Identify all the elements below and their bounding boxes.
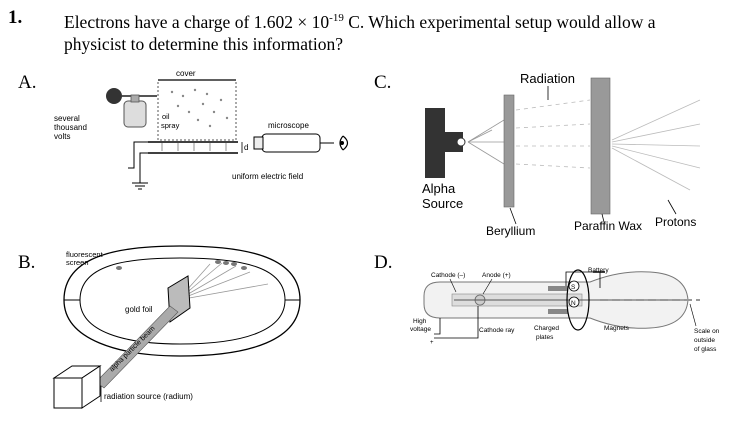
question-text: Electrons have a charge of 1.602 × 10-19… bbox=[64, 7, 704, 55]
cover-box bbox=[157, 79, 237, 141]
bottle-neck bbox=[130, 94, 140, 103]
beryllium-leader bbox=[509, 207, 517, 225]
paraffin-leader bbox=[601, 213, 605, 223]
oil-bottle bbox=[123, 100, 147, 128]
beam-label: alpha particle beam bbox=[108, 325, 156, 373]
cover-label: cover bbox=[176, 69, 196, 78]
alpha-source bbox=[425, 108, 445, 178]
scale-label-3: of glass bbox=[694, 346, 717, 353]
neutral-radiation bbox=[515, 99, 591, 169]
alpha-source-window bbox=[456, 137, 466, 147]
eye-pupil bbox=[340, 141, 344, 145]
s-label: S bbox=[571, 284, 576, 291]
battery-wire bbox=[565, 271, 601, 288]
volts-label-2: thousand bbox=[54, 123, 87, 132]
cube-side bbox=[81, 365, 101, 409]
diagram-d[interactable]: S N Battery + High voltage Cathode (–) A… bbox=[410, 267, 720, 353]
screen-label-2: screen bbox=[66, 258, 89, 267]
north-pole bbox=[568, 296, 580, 308]
cathode-ray-label: Cathode ray bbox=[479, 327, 515, 334]
anode-label: Anode (+) bbox=[482, 272, 511, 279]
scattered-rays bbox=[177, 262, 269, 301]
cathode-label: Cathode (–) bbox=[431, 272, 465, 279]
option-d-letter[interactable]: D. bbox=[374, 252, 393, 273]
scale-label-2: outside bbox=[694, 337, 715, 344]
upper-charged-plate bbox=[548, 286, 568, 291]
question-exponent: -19 bbox=[329, 12, 344, 24]
oil-label: oil bbox=[162, 112, 170, 121]
plates-label-2: plates bbox=[536, 334, 554, 341]
scale-leader bbox=[689, 303, 697, 327]
microscope-lens bbox=[253, 136, 264, 150]
scale-label-1: Scale on bbox=[694, 328, 720, 335]
screen-inner-top bbox=[79, 257, 286, 301]
field-label: uniform electric field bbox=[232, 172, 303, 181]
question-text-part1: Electrons have a charge of 1.602 × 10 bbox=[64, 11, 330, 32]
field-arrows bbox=[161, 143, 227, 151]
alpha-label-1: Alpha bbox=[422, 181, 456, 196]
paraffin-block bbox=[590, 77, 611, 215]
high-label-2: voltage bbox=[410, 326, 431, 333]
gold-foil-label: gold foil bbox=[125, 305, 153, 314]
proton-rays bbox=[611, 99, 701, 191]
flash-marks bbox=[116, 260, 247, 270]
question-number: 1. bbox=[8, 7, 23, 28]
diagram-c[interactable]: Alpha Source Beryllium Radiation Paraffi… bbox=[422, 71, 701, 238]
magnet-coil bbox=[566, 269, 590, 331]
cathode-leader bbox=[449, 278, 457, 293]
diagram-b[interactable]: fluorescent screen gold foil alpha parti… bbox=[52, 245, 301, 409]
lower-charged-plate bbox=[548, 309, 568, 314]
option-c-letter[interactable]: C. bbox=[374, 72, 392, 93]
plates-label-1: Charged bbox=[534, 325, 559, 332]
microscope-body bbox=[261, 133, 321, 153]
diagram-a[interactable]: cover oil spray d several thous bbox=[54, 69, 349, 190]
volts-label-3: volts bbox=[54, 132, 70, 141]
beryllium-label: Beryllium bbox=[486, 224, 535, 238]
wire-top bbox=[128, 141, 148, 169]
eye-icon bbox=[342, 135, 349, 151]
question-text-part2: C. Which experimental setup would allow … bbox=[64, 11, 656, 54]
option-b-letter[interactable]: B. bbox=[18, 252, 36, 273]
spray-label: spray bbox=[161, 121, 180, 130]
alpha-rays bbox=[467, 119, 505, 165]
protons-label: Protons bbox=[655, 215, 696, 229]
source-label: radiation source (radium) bbox=[104, 392, 193, 401]
screen-inner-bottom bbox=[79, 299, 286, 345]
hv-wire-2 bbox=[434, 306, 479, 339]
wire-ground bbox=[139, 152, 148, 183]
paraffin-label: Paraffin Wax bbox=[574, 219, 642, 233]
battery-label: Battery bbox=[588, 267, 609, 274]
screen-bottom-edge bbox=[63, 299, 301, 357]
atomizer-bulb bbox=[106, 88, 122, 104]
alpha-source-opening bbox=[445, 132, 463, 152]
alpha-label-2: Source bbox=[422, 196, 463, 211]
cube-front bbox=[53, 377, 83, 409]
protons-leader bbox=[667, 199, 677, 215]
south-pole bbox=[568, 280, 580, 292]
high-label-1: High bbox=[413, 318, 427, 325]
beryllium-plate bbox=[503, 94, 515, 208]
volts-label-1: several bbox=[54, 114, 80, 123]
radiation-label: Radiation bbox=[520, 71, 575, 86]
d-label: d bbox=[244, 143, 248, 152]
screen-label-1: fluorescent bbox=[66, 250, 104, 259]
n-label: N bbox=[571, 300, 576, 307]
option-a-letter[interactable]: A. bbox=[18, 72, 37, 93]
hv-plus: + bbox=[430, 340, 434, 346]
hv-wire-1 bbox=[434, 318, 441, 335]
microscope-label: microscope bbox=[268, 121, 309, 130]
screen-top-edge bbox=[63, 245, 301, 301]
magnets-label: Magnets bbox=[604, 325, 630, 332]
anode-leader bbox=[482, 278, 493, 295]
oil-droplets bbox=[170, 88, 229, 128]
